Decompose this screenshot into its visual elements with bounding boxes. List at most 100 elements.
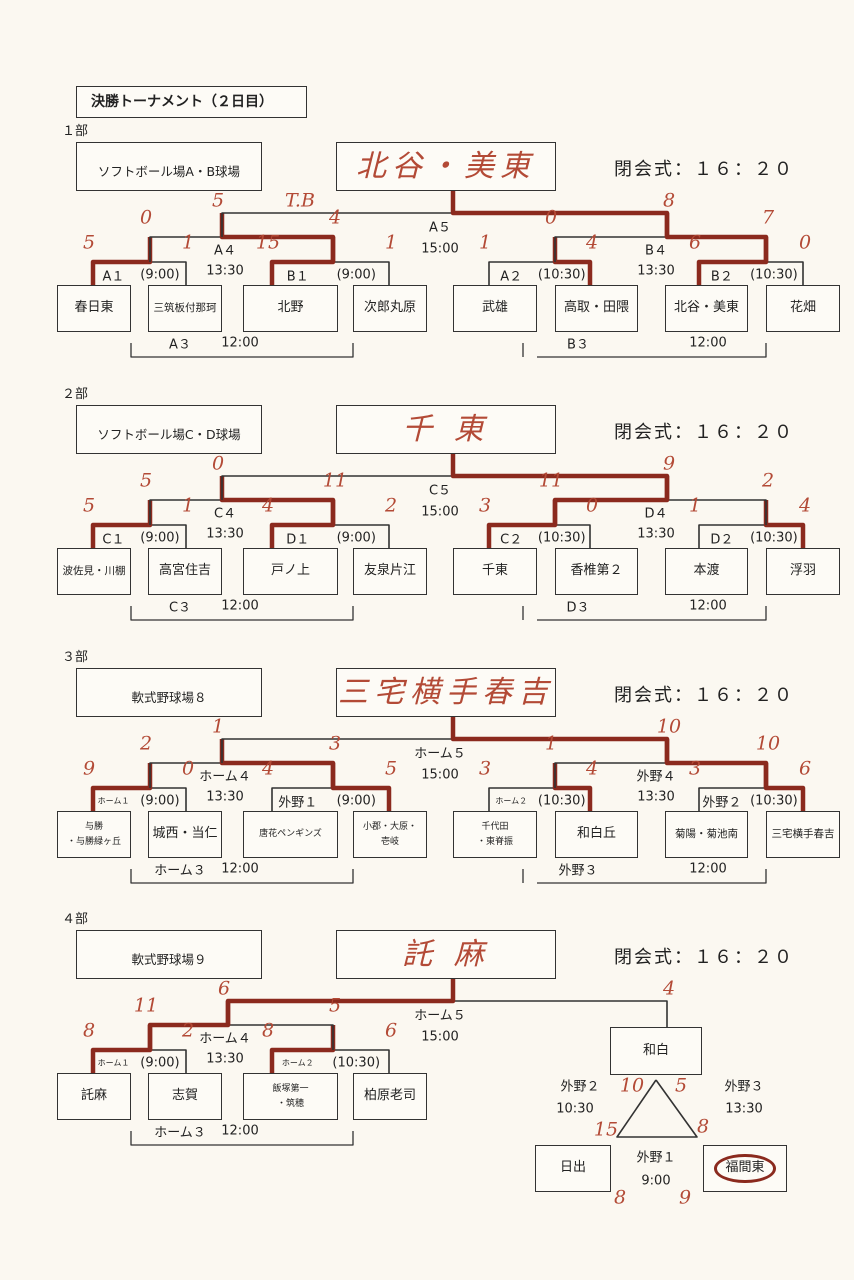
final-time: 15:00 — [421, 767, 459, 783]
score-handwritten: 6 — [217, 977, 231, 1000]
team-box: 波佐見・川棚 — [57, 548, 131, 595]
consolation-time: 12:00 — [221, 861, 259, 877]
consolation-bracket — [130, 869, 354, 884]
consolation-bracket — [537, 869, 767, 884]
consolation-time: 12:00 — [221, 1123, 259, 1139]
match-label: B２ — [710, 269, 733, 285]
team-box: 香椎第２ — [555, 548, 638, 595]
team-box: 託麻 — [57, 1073, 131, 1120]
closing-ceremony-time: 閉会式：１６：２０ — [614, 159, 794, 180]
match-label: B１ — [286, 269, 309, 285]
team-box: 本渡 — [665, 548, 748, 595]
semifinal-label: B４ — [645, 243, 667, 259]
venue-box: ソフトボール場A・B球場 — [76, 142, 262, 191]
team-name: 三宅横手春吉 — [771, 828, 835, 841]
semifinal-label: D４ — [644, 506, 668, 522]
score-handwritten: 1 — [181, 231, 195, 254]
league-team-box: 和白 — [610, 1027, 702, 1075]
team-box: 高取・田隈 — [555, 285, 638, 332]
score-handwritten: 4 — [662, 977, 676, 1000]
score-handwritten: 0 — [181, 757, 195, 780]
document-title-text: 決勝トーナメント（２日目） — [91, 93, 273, 110]
winner-path — [219, 476, 336, 525]
team-box: 花畑 — [766, 285, 840, 332]
tiebreak-note: T.B — [285, 189, 315, 212]
final-label: C５ — [428, 483, 452, 499]
score-handwritten: 8 — [82, 1019, 96, 1042]
score-handwritten: 5 — [82, 494, 96, 517]
semifinal-time: 13:30 — [637, 526, 675, 542]
team-name: 友泉片江 — [363, 563, 416, 579]
team-box: 次郎丸原 — [353, 285, 427, 332]
team-box: 春日東 — [57, 285, 131, 332]
semifinal-time: 13:30 — [206, 526, 244, 542]
venue-name: ソフトボール場C・D球場 — [97, 426, 241, 442]
score-handwritten: 6 — [688, 231, 702, 254]
consolation-label: ホーム３ — [154, 863, 206, 879]
closing-ceremony-time: 閉会式：１６：２０ — [614, 947, 794, 968]
score-handwritten: 0 — [139, 206, 153, 229]
consolation-bracket — [130, 1131, 354, 1146]
score-handwritten: 11 — [322, 469, 348, 492]
score-handwritten: 8 — [261, 1019, 275, 1042]
team-name: 本渡 — [693, 563, 720, 579]
semifinal-label: ホーム４ — [199, 1031, 251, 1047]
consolation-label: ホーム３ — [154, 1125, 206, 1141]
team-box: 千東 — [453, 548, 537, 595]
match-time: (9:00) — [336, 793, 376, 809]
score-handwritten: 5 — [328, 994, 342, 1017]
league-team-box: 福間東 — [703, 1145, 787, 1192]
semifinal-time: 13:30 — [206, 789, 244, 805]
match-time: (9:00) — [336, 267, 376, 283]
match-label: ホーム１ — [97, 796, 130, 806]
bracket-line — [149, 236, 334, 262]
match-time: (10:30) — [750, 793, 798, 809]
score-handwritten: 1 — [688, 494, 702, 517]
match-time: (9:00) — [140, 793, 180, 809]
consolation-label: C３ — [168, 600, 192, 616]
winner-path — [664, 739, 769, 788]
match-time: (9:00) — [140, 1055, 180, 1071]
final-label: ホーム５ — [414, 1008, 466, 1024]
league-field: 外野２ — [560, 1079, 600, 1095]
final-label: A５ — [429, 220, 451, 236]
league-time: 9:00 — [641, 1173, 671, 1189]
venue-box: 軟式野球場９ — [76, 930, 262, 979]
team-name: 与勝 ・与勝緑ヶ丘 — [66, 822, 121, 847]
team-name: 城西・当仁 — [152, 826, 218, 842]
score-handwritten: 5 — [82, 231, 96, 254]
team-name: 花畑 — [789, 300, 816, 316]
team-box: 北野 — [243, 285, 338, 332]
team-name: 千東 — [481, 563, 508, 579]
team-name: 小郡・大原・ 壱岐 — [362, 822, 417, 847]
score-handwritten: 3 — [328, 732, 342, 755]
match-label: C２ — [500, 532, 523, 548]
score-handwritten: 15 — [255, 231, 281, 254]
team-name: 三筑板付那珂 — [153, 302, 217, 315]
consolation-label: B３ — [567, 337, 589, 353]
team-box: 三筑板付那珂 — [148, 285, 222, 332]
champion-box: 三宅横手春吉 — [336, 668, 556, 717]
bracket-line — [149, 499, 334, 525]
score-handwritten: 1 — [544, 732, 558, 755]
score-handwritten: 3 — [688, 757, 702, 780]
division-label: ３部 — [62, 650, 89, 665]
score-handwritten: 8 — [662, 189, 676, 212]
team-box: 浮羽 — [766, 548, 840, 595]
match-label: D２ — [710, 532, 734, 548]
score-handwritten: 4 — [261, 757, 275, 780]
score-handwritten: 1 — [478, 231, 492, 254]
match-time: (9:00) — [140, 267, 180, 283]
score-handwritten: 4 — [261, 494, 275, 517]
score-handwritten: 4 — [585, 757, 599, 780]
team-box: 高宮住吉 — [148, 548, 222, 595]
champion-box: 北谷・美東 — [336, 142, 556, 191]
team-box: 城西・当仁 — [148, 811, 222, 858]
team-box: 唐花ペンギンズ — [243, 811, 338, 858]
team-name: 和白丘 — [576, 826, 616, 842]
team-name: 唐花ペンギンズ — [259, 829, 322, 840]
match-label: 外野２ — [702, 795, 742, 811]
score-handwritten: 2 — [384, 494, 398, 517]
semifinal-time: 13:30 — [637, 789, 675, 805]
semifinal-label: C４ — [213, 506, 237, 522]
